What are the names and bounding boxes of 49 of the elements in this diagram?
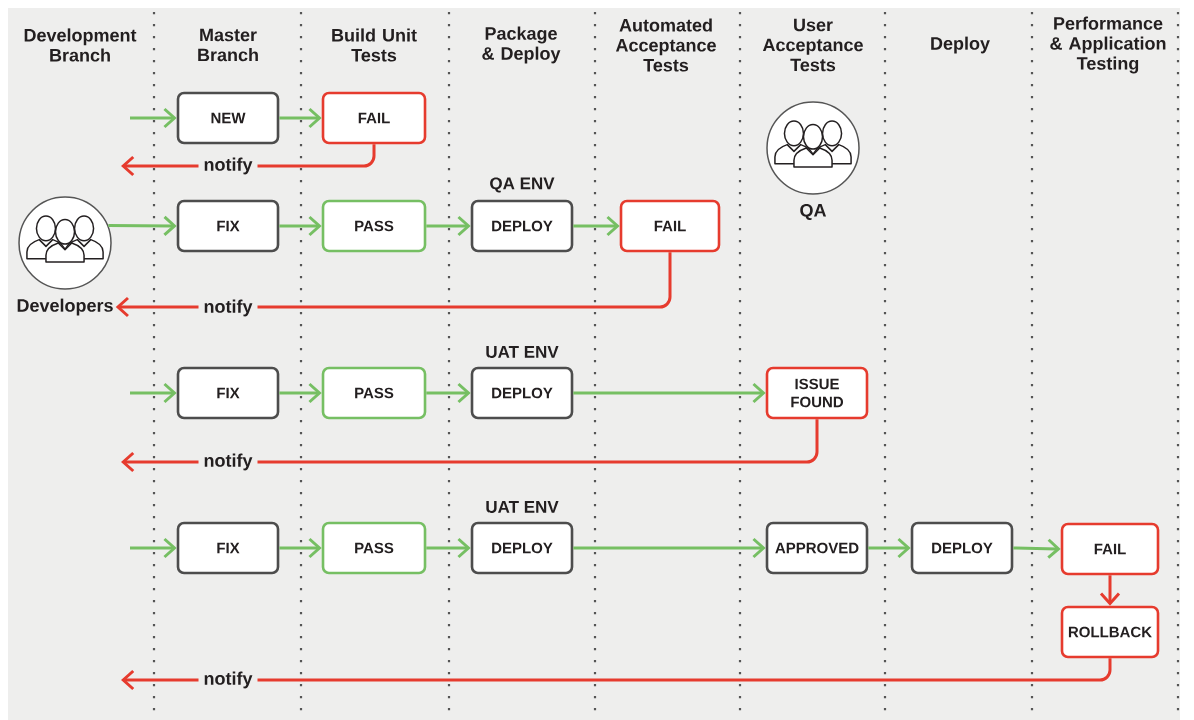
arrow	[108, 215, 177, 237]
arrow	[115, 252, 672, 318]
arrow	[279, 537, 322, 559]
column-header: Package & Deploy	[482, 26, 561, 64]
arrow	[130, 107, 177, 129]
column-header: Development Branch	[24, 28, 137, 62]
process-box: PASS	[321, 521, 427, 575]
process-box: FAIL	[619, 199, 721, 253]
process-box: NEW	[176, 91, 280, 145]
process-box: DEPLOY	[470, 366, 574, 420]
arrow	[426, 537, 471, 559]
column-header: Deploy	[931, 36, 990, 54]
arrow	[279, 107, 322, 129]
arrow	[279, 382, 322, 404]
column-header: Master Branch	[198, 28, 258, 62]
arrow	[279, 215, 322, 237]
column-header: Performance & Application Testing	[1050, 16, 1166, 74]
arrow	[130, 382, 177, 404]
node-label: Developers	[17, 298, 113, 316]
process-box: FAIL	[321, 91, 427, 145]
process-box: DEPLOY	[470, 521, 574, 575]
arrow	[573, 537, 766, 559]
process-box: DEPLOY	[470, 199, 574, 253]
column-header: Automated Acceptance Tests	[615, 18, 716, 72]
arrow	[426, 215, 471, 237]
process-box: DEPLOY	[910, 521, 1014, 575]
process-box: FIX	[176, 521, 280, 575]
process-box: ROLLBACK	[1060, 605, 1160, 659]
node-label: QA	[800, 203, 827, 221]
process-box: ISSUE FOUND	[765, 366, 869, 420]
arrow	[130, 537, 177, 559]
process-box: PASS	[321, 199, 427, 253]
process-box: PASS	[321, 366, 427, 420]
process-box: FIX	[176, 199, 280, 253]
arrow	[573, 382, 766, 404]
environment-label: UAT ENV	[486, 346, 559, 358]
process-box: APPROVED	[765, 521, 869, 575]
arrow	[1013, 538, 1061, 559]
environment-label: QA ENV	[490, 177, 555, 193]
environment-label: UAT ENV	[486, 501, 559, 513]
column-header: User Acceptance Tests	[762, 18, 863, 72]
arrow	[121, 419, 819, 473]
column-header: Build Unit Tests	[332, 28, 417, 62]
process-box: FAIL	[1060, 522, 1160, 576]
arrow	[1099, 575, 1121, 606]
arrow	[426, 382, 471, 404]
arrow	[573, 215, 620, 237]
arrow	[868, 537, 911, 559]
process-box: FIX	[176, 366, 280, 420]
